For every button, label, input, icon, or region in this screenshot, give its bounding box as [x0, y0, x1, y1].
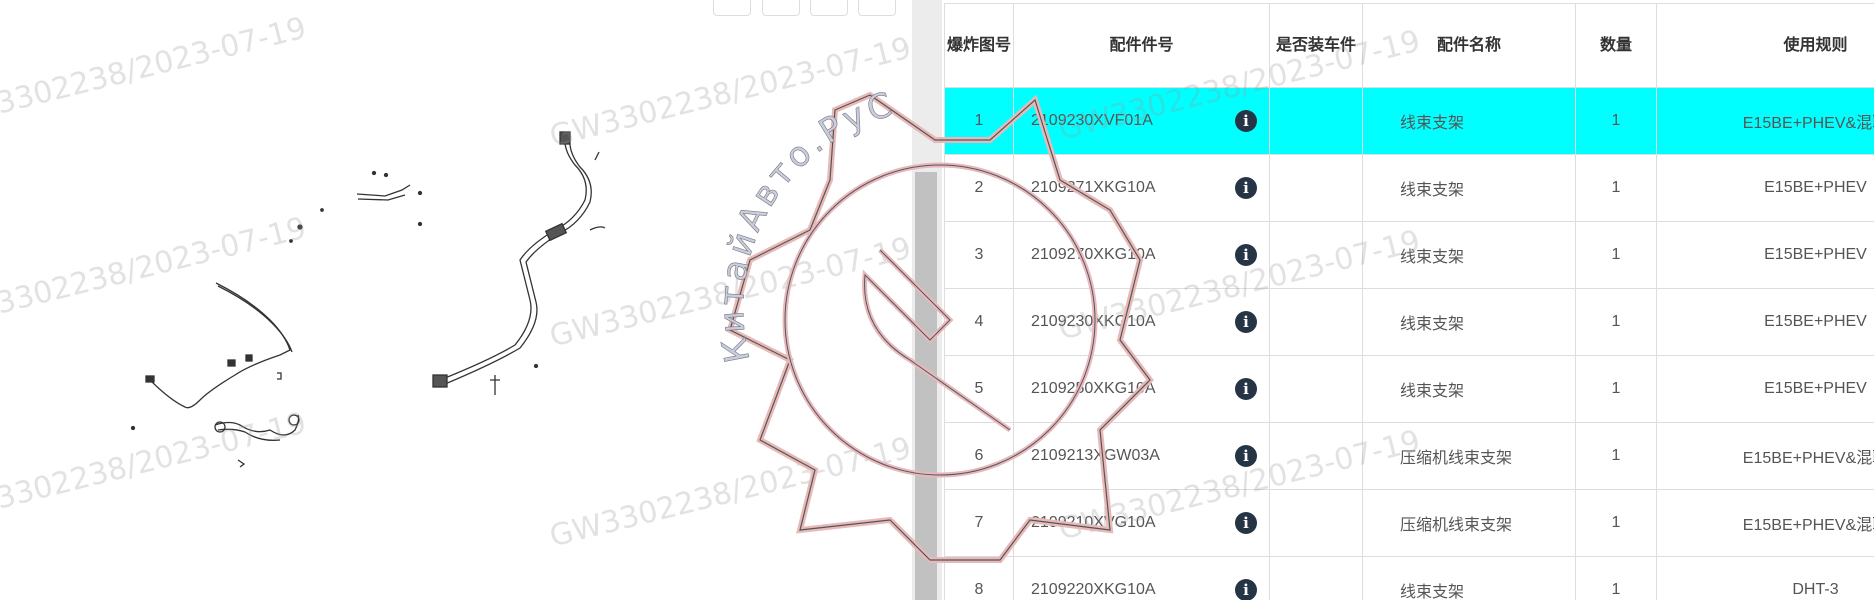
cell-part-no: 2109210XVG10A i [1013, 489, 1270, 557]
cell-part-name: 线束支架 [1362, 154, 1576, 222]
part-no-text: 2109270XKG10A [1031, 246, 1156, 263]
cell-installed [1269, 154, 1363, 222]
fit-button[interactable] [810, 0, 848, 16]
cell-usage-rule: E15BE+PHEV&混联 [1656, 489, 1874, 557]
header-usage-rule: 使用规则 [1656, 3, 1874, 88]
part-no-text: 2109250XKG10A [1031, 380, 1156, 397]
header-part-no: 配件件号 [1013, 3, 1270, 88]
cell-quantity: 1 [1575, 355, 1657, 423]
cell-part-name: 线束支架 [1362, 221, 1576, 289]
zoom-in-button[interactable] [713, 0, 751, 16]
cell-part-no: 2109250XKG10A i [1013, 355, 1270, 423]
cell-quantity: 1 [1575, 87, 1657, 155]
cell-part-no: 2109270XKG10A i [1013, 221, 1270, 289]
cell-diagram-no: 8 [944, 556, 1014, 600]
cell-part-no: 2109230XVF01A i [1013, 87, 1270, 155]
cell-diagram-no: 5 [944, 355, 1014, 423]
info-icon[interactable]: i [1235, 110, 1257, 132]
cell-part-no: 2109213XGW03A i [1013, 422, 1270, 490]
info-icon[interactable]: i [1235, 311, 1257, 333]
cell-part-name: 压缩机线束支架 [1362, 489, 1576, 557]
table-header-row: 爆炸图号 配件件号 是否装车件 配件名称 数量 使用规则 [944, 3, 1874, 88]
cell-diagram-no: 7 [944, 489, 1014, 557]
cell-quantity: 1 [1575, 221, 1657, 289]
cell-usage-rule: E15BE+PHEV&混联 [1656, 422, 1874, 490]
cell-diagram-no: 3 [944, 221, 1014, 289]
header-part-name: 配件名称 [1362, 3, 1576, 88]
cell-installed [1269, 422, 1363, 490]
header-quantity: 数量 [1575, 3, 1657, 88]
cell-diagram-no: 6 [944, 422, 1014, 490]
cell-installed [1269, 221, 1363, 289]
info-icon[interactable]: i [1235, 378, 1257, 400]
cell-usage-rule: DHT-3 [1656, 556, 1874, 600]
info-icon[interactable]: i [1235, 445, 1257, 467]
info-icon[interactable]: i [1235, 512, 1257, 534]
cell-installed [1269, 556, 1363, 600]
cell-installed [1269, 87, 1363, 155]
cell-usage-rule: E15BE+PHEV [1656, 154, 1874, 222]
part-no-text: 2109230XVF01A [1031, 112, 1153, 129]
cell-quantity: 1 [1575, 422, 1657, 490]
zoom-out-button[interactable] [762, 0, 800, 16]
vertical-scrollbar[interactable] [912, 0, 942, 600]
cell-usage-rule: E15BE+PHEV [1656, 221, 1874, 289]
cell-installed [1269, 489, 1363, 557]
cell-part-name: 线束支架 [1362, 355, 1576, 423]
cell-part-name: 线束支架 [1362, 556, 1576, 600]
part-no-text: 2109220XKG10A [1031, 581, 1156, 598]
info-icon[interactable]: i [1235, 579, 1257, 600]
exploded-diagram[interactable] [0, 0, 910, 600]
part-no-text: 2109213XGW03A [1031, 447, 1160, 464]
info-icon[interactable]: i [1235, 177, 1257, 199]
cell-part-no: 2109230XKG10A i [1013, 288, 1270, 356]
cell-diagram-no: 4 [944, 288, 1014, 356]
cell-usage-rule: E15BE+PHEV [1656, 288, 1874, 356]
cell-part-no: 2109271XKG10A i [1013, 154, 1270, 222]
header-diagram-no: 爆炸图号 [944, 3, 1014, 88]
diagram-panel: GW3302238/2023-07-19 GW3302238/2023-07-1… [0, 0, 910, 600]
cell-part-name: 线束支架 [1362, 288, 1576, 356]
cell-installed [1269, 355, 1363, 423]
cell-quantity: 1 [1575, 556, 1657, 600]
cell-quantity: 1 [1575, 154, 1657, 222]
cell-part-name: 线束支架 [1362, 87, 1576, 155]
cell-quantity: 1 [1575, 489, 1657, 557]
cell-installed [1269, 288, 1363, 356]
cell-part-no: 2109220XKG10A i [1013, 556, 1270, 600]
cell-usage-rule: E15BE+PHEV&混联 [1656, 87, 1874, 155]
part-no-text: 2109210XVG10A [1031, 514, 1156, 531]
part-no-text: 2109230XKG10A [1031, 313, 1156, 330]
header-installed: 是否装车件 [1269, 3, 1363, 88]
cell-quantity: 1 [1575, 288, 1657, 356]
cell-diagram-no: 2 [944, 154, 1014, 222]
cell-usage-rule: E15BE+PHEV [1656, 355, 1874, 423]
fullscreen-button[interactable] [858, 0, 896, 16]
cell-part-name: 压缩机线束支架 [1362, 422, 1576, 490]
part-no-text: 2109271XKG10A [1031, 179, 1156, 196]
info-icon[interactable]: i [1235, 244, 1257, 266]
scrollbar-thumb[interactable] [915, 172, 937, 600]
cell-diagram-no: 1 [944, 87, 1014, 155]
